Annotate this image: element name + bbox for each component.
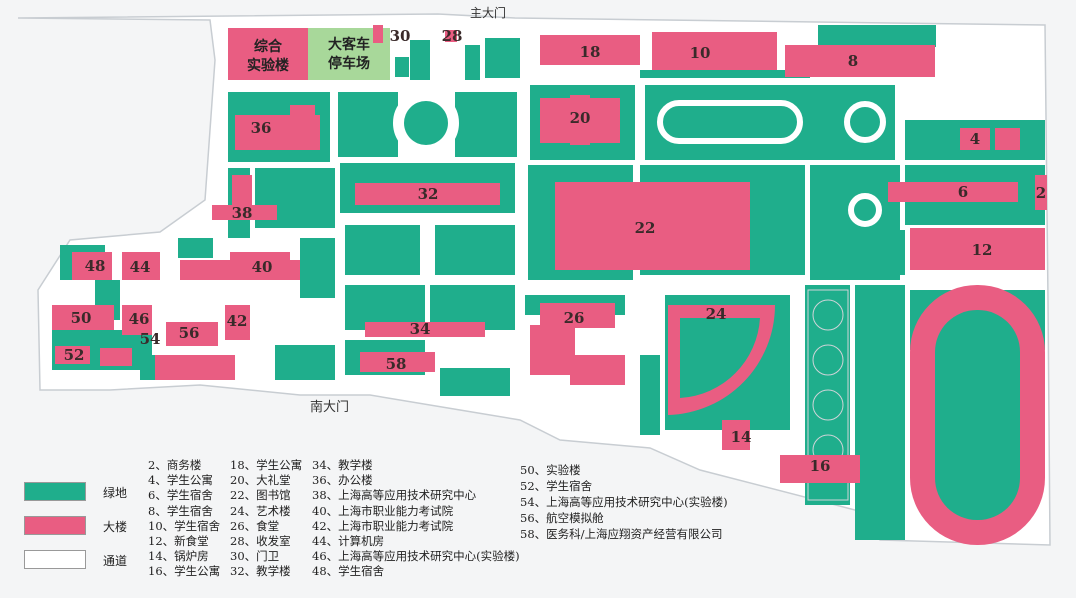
directory-item: 30、门卫: [230, 549, 280, 564]
label-56: 56: [179, 324, 200, 342]
label-8: 8: [848, 52, 858, 70]
directory-item: 24、艺术楼: [230, 503, 291, 518]
directory-item: 22、图书馆: [230, 488, 291, 503]
legend-road-label: 通道: [103, 554, 128, 568]
lab-name-line2: 实验楼: [247, 57, 289, 74]
main-gate-label: 主大门: [470, 6, 507, 20]
label-58: 58: [386, 355, 407, 373]
legend-green-label: 绿地: [103, 486, 128, 500]
label-40: 40: [252, 258, 273, 276]
directory-item: 44、计算机房: [312, 533, 385, 548]
label-14: 14: [731, 428, 752, 446]
directory-item: 2、商务楼: [148, 458, 202, 472]
directory-item: 4、学生公寓: [148, 473, 213, 488]
directory-item: 32、教学楼: [230, 564, 291, 579]
directory-item: 12、新食堂: [148, 533, 209, 548]
parking-name-line1: 大客车: [328, 36, 370, 53]
directory-item: 52、学生宿舍: [520, 479, 593, 493]
directory-item: 26、食堂: [230, 518, 280, 533]
label-48: 48: [85, 257, 106, 275]
label-38: 38: [232, 204, 253, 222]
lab-building-block: [228, 28, 308, 80]
directory-column-4: 50、实验楼 52、学生宿舍 54、上海高等应用技术研究中心(实验楼) 56、航…: [520, 462, 728, 542]
label-36: 36: [251, 119, 272, 137]
label-10: 10: [690, 44, 711, 62]
directory-item: 56、航空模拟舱: [520, 511, 604, 525]
directory-item: 46、上海高等应用技术研究中心(实验楼): [312, 549, 520, 564]
label-18: 18: [580, 43, 601, 61]
label-6: 6: [958, 183, 968, 201]
label-26: 26: [564, 309, 585, 327]
label-12: 12: [972, 241, 993, 259]
directory-column-2: 18、学生公寓 20、大礼堂 22、图书馆 24、艺术楼 26、食堂 28、收发…: [230, 458, 302, 580]
directory-item: 34、教学楼: [312, 458, 373, 472]
directory-item: 36、办公楼: [312, 473, 373, 488]
label-46: 46: [129, 310, 150, 328]
ovals-circles: [393, 90, 886, 227]
directory-item: 10、学生宿舍: [148, 518, 221, 533]
legend-green-swatch: [24, 482, 86, 501]
label-22: 22: [635, 219, 656, 237]
legend-pink-label: 大楼: [103, 520, 128, 534]
directory-item: 8、学生宿舍: [148, 503, 213, 518]
buildings: [52, 25, 1047, 483]
directory-item: 38、上海高等应用技术研究中心: [312, 488, 477, 503]
label-30: 30: [390, 27, 411, 45]
label-20: 20: [570, 109, 591, 127]
parking-name-line2: 停车场: [328, 55, 370, 72]
directory-item: 14、锅炉房: [148, 549, 209, 564]
directory-column-1: 2、商务楼 4、学生公寓 6、学生宿舍 8、学生宿舍 10、学生宿舍 12、新食…: [148, 458, 220, 580]
directory-item: 40、上海市职业能力考试院: [312, 503, 454, 518]
label-16: 16: [810, 457, 831, 475]
directory-item: 58、医务科/上海应翔资产经营有限公司: [520, 527, 723, 541]
directory-item: 18、学生公寓: [230, 458, 303, 472]
green-areas: [52, 25, 1045, 540]
label-52: 52: [64, 346, 85, 364]
directory-item: 42、上海市职业能力考试院: [312, 518, 454, 533]
legend-road-swatch: [24, 550, 86, 569]
label-32: 32: [418, 185, 439, 203]
building-24-inner: [680, 318, 760, 398]
label-34: 34: [410, 320, 431, 338]
directory-item: 16、学生公寓: [148, 564, 221, 579]
label-24: 24: [706, 305, 727, 323]
label-50: 50: [71, 309, 92, 327]
directory-item: 20、大礼堂: [230, 473, 291, 488]
running-track: [910, 285, 1045, 545]
directory-column-3: 34、教学楼 36、办公楼 38、上海高等应用技术研究中心 40、上海市职业能力…: [312, 458, 520, 580]
directory-item: 50、实验楼: [520, 463, 581, 477]
lab-name-line1: 综合: [254, 38, 283, 55]
directory-item: 48、学生宿舍: [312, 564, 385, 579]
label-42: 42: [227, 312, 248, 330]
building-labels: 2 4 6 8 10 12 14 16 18 20 22 24 26 28 30…: [64, 27, 1047, 475]
label-44: 44: [130, 258, 151, 276]
label-2: 2: [1036, 184, 1046, 202]
south-gate-label: 南大门: [310, 400, 350, 415]
label-28: 28: [442, 27, 463, 45]
directory-item: 28、收发室: [230, 533, 291, 548]
directory-item: 54、上海高等应用技术研究中心(实验楼): [520, 495, 728, 509]
legend-pink-swatch: [24, 516, 86, 535]
label-4: 4: [970, 130, 980, 148]
label-54: 54: [140, 330, 161, 348]
directory-item: 6、学生宿舍: [148, 488, 213, 503]
